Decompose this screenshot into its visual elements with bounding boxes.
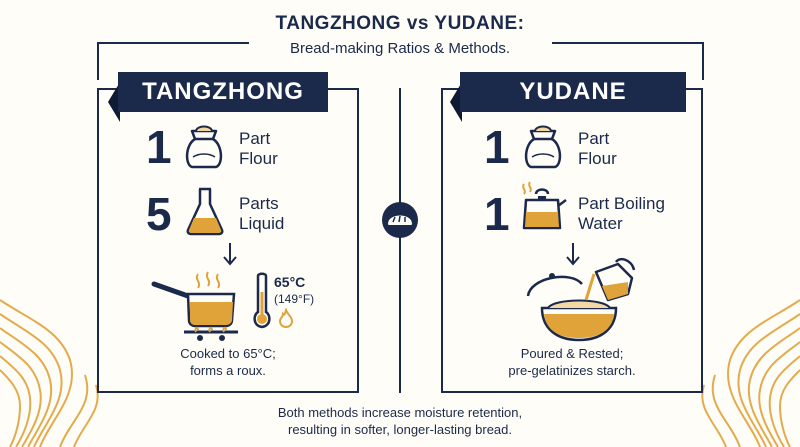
- yudane-flour-number: 1: [484, 121, 510, 173]
- center-divider: [399, 88, 401, 393]
- yudane-water-number: 1: [484, 188, 510, 240]
- saucepan-icon: [151, 271, 238, 341]
- banner-ribbon: [450, 82, 462, 122]
- tangzhong-flour-number: 1: [146, 121, 172, 173]
- frame-line-left-down: [97, 42, 99, 80]
- kettle-icon: [522, 181, 567, 230]
- temperature-fahrenheit: (149°F): [274, 292, 315, 306]
- tangzhong-banner: TANGZHONG: [118, 72, 328, 112]
- frame-line-top-right: [552, 42, 704, 44]
- tangzhong-liquid-label-1: Parts: [239, 194, 279, 213]
- frame-line-right-down: [702, 42, 704, 80]
- bread-icon: [382, 202, 418, 238]
- temperature-celsius: 65°C: [274, 274, 306, 290]
- tangzhong-caption-1: Cooked to 65°C;: [180, 346, 276, 361]
- thermometer-icon: [253, 272, 271, 329]
- tangzhong-liquid-label-2: Liquid: [239, 214, 285, 233]
- flour-sack-icon: [185, 125, 223, 169]
- banner-ribbon: [108, 82, 120, 122]
- yudane-caption-1: Poured & Rested;: [520, 346, 624, 361]
- yudane-flour-label-2: Flour: [578, 149, 617, 168]
- arrow-down-icon: [223, 243, 237, 266]
- yudane-water-label-2: Water: [578, 214, 623, 233]
- yudane-banner: YUDANE: [460, 72, 686, 112]
- yudane-caption-2: pre-gelatinizes starch.: [508, 363, 636, 378]
- flame-icon: [278, 308, 294, 328]
- page-subtitle: Bread-making Ratios & Methods.: [289, 40, 511, 57]
- tangzhong-liquid-number: 5: [146, 188, 172, 240]
- tangzhong-flour-label-2: Flour: [239, 149, 278, 168]
- mixing-bowl-icon: [526, 258, 636, 342]
- yudane-water-label-1: Part Boiling: [578, 194, 665, 213]
- yudane-flour-label-1: Part: [578, 129, 610, 148]
- page-title: TANGZHONG vs YUDANE:: [275, 13, 525, 34]
- tangzhong-flour-label-1: Part: [239, 129, 271, 148]
- tangzhong-panel: [97, 88, 359, 393]
- flour-sack-icon: [524, 125, 562, 169]
- footer-line-2: resulting in softer, longer-lasting brea…: [287, 422, 512, 437]
- beaker-icon: [186, 187, 224, 236]
- tangzhong-caption-2: forms a roux.: [190, 363, 266, 378]
- footer-line-1: Both methods increase moisture retention…: [277, 405, 523, 420]
- arrow-down-icon: [566, 243, 580, 266]
- frame-line-top-left: [97, 42, 249, 44]
